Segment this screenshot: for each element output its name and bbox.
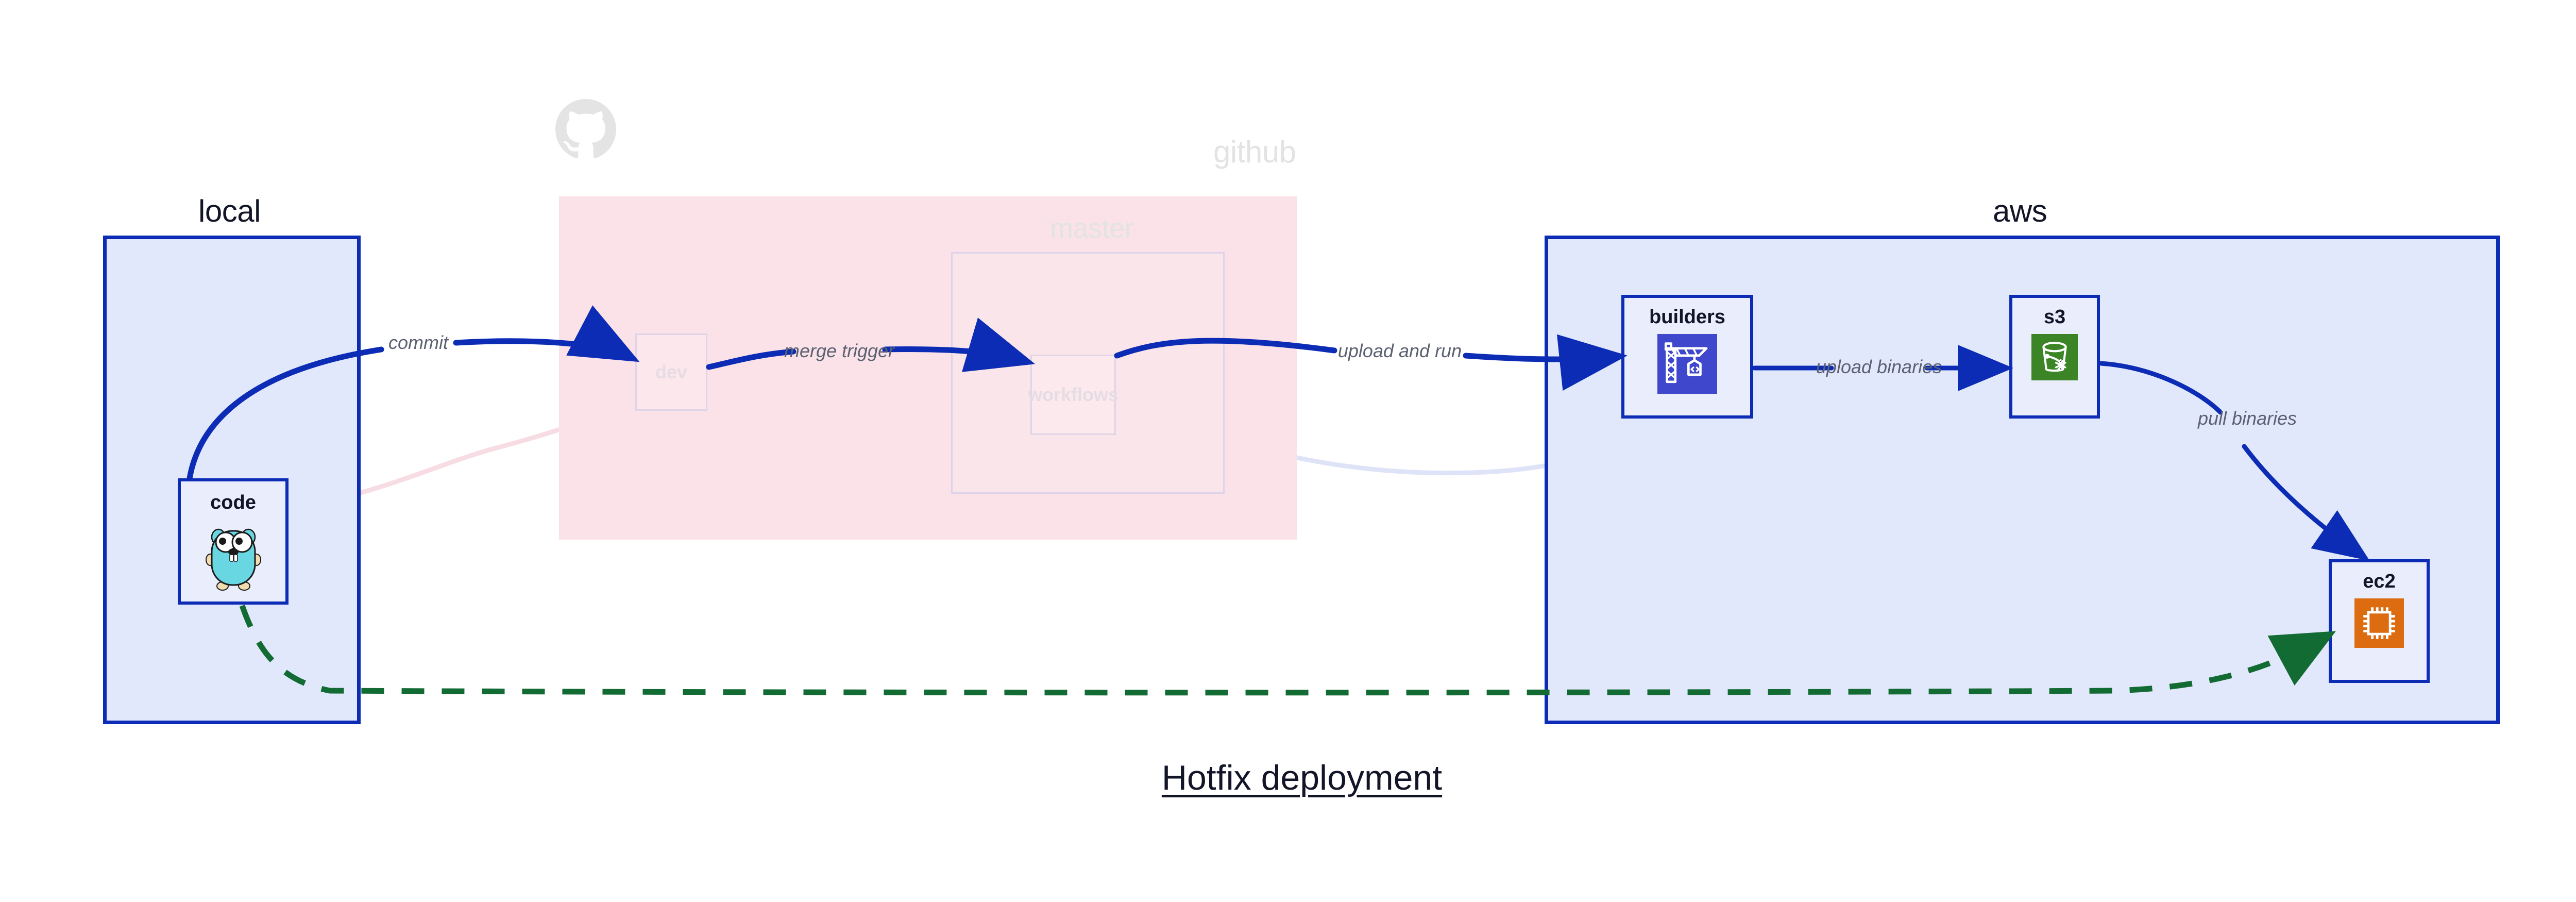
node-workflows[interactable]: workflows	[1027, 355, 1119, 435]
node-ec2[interactable]: ec2	[2329, 559, 2430, 683]
node-ec2-label: ec2	[2363, 571, 2396, 592]
edge-label-upload-binaries: upload binaries	[1816, 356, 1942, 377]
node-code[interactable]: code	[178, 478, 289, 605]
node-master-label: master	[1050, 213, 1134, 244]
group-label-local: local	[198, 194, 261, 228]
diagram-title: Hotfix deployment	[1161, 758, 1443, 797]
edge-label-pull-binaries: pull binaries	[2197, 408, 2297, 429]
node-code-label: code	[210, 492, 256, 513]
edge-label-upload-and-run: upload and run	[1337, 340, 1462, 361]
node-builders-label: builders	[1649, 306, 1725, 328]
group-label-github: github	[1213, 135, 1296, 169]
aws-codebuild-icon	[1657, 334, 1717, 394]
node-builders[interactable]: builders	[1621, 295, 1753, 419]
group-github	[559, 196, 1297, 540]
node-dev[interactable]: dev	[635, 333, 707, 411]
node-dev-label: dev	[655, 361, 688, 382]
github-octocat-icon	[555, 99, 616, 160]
aws-ec2-chip-icon	[2354, 598, 2404, 648]
node-s3[interactable]: s3	[2009, 295, 2100, 419]
node-workflows-label: workflows	[1027, 384, 1119, 405]
group-label-aws: aws	[1993, 194, 2047, 228]
edge-label-commit: commit	[388, 332, 448, 353]
go-gopher-icon	[205, 523, 261, 591]
node-s3-label: s3	[2043, 306, 2066, 328]
edge-label-merge-trigger: merge trigger	[784, 340, 895, 361]
node-master-box	[951, 252, 1225, 494]
aws-s3-bucket-icon	[2031, 334, 2078, 380]
